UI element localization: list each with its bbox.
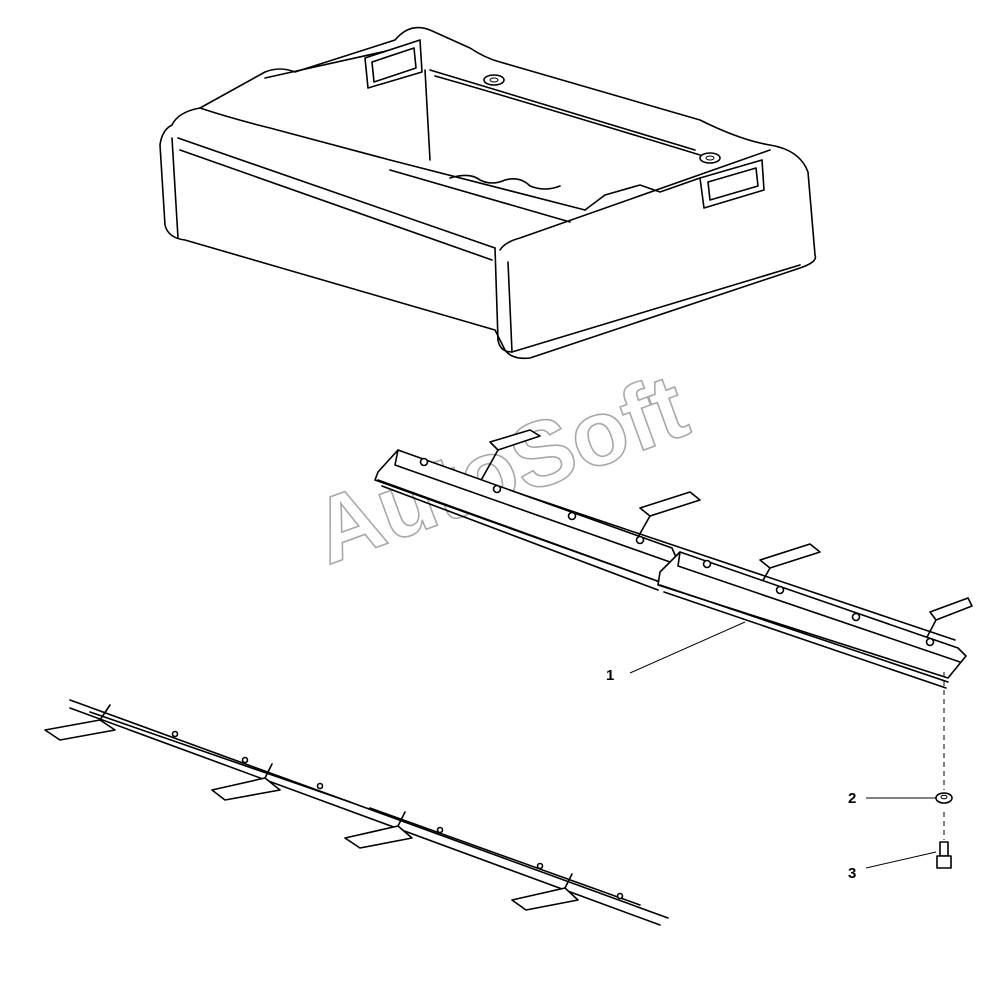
callout-2: 2 [848,790,936,807]
seat-rail-assembly [374,429,973,689]
seat-cushion [159,26,817,360]
callout-3: 3 [848,851,937,882]
seat-rail-assembly-installed [44,699,669,926]
callout-1: 1 [606,621,746,684]
callout-2-label: 2 [848,790,856,807]
bolt-part [936,812,952,869]
washer-part [935,792,953,804]
callout-1-label: 1 [606,667,614,684]
callout-3-label: 3 [848,865,856,882]
